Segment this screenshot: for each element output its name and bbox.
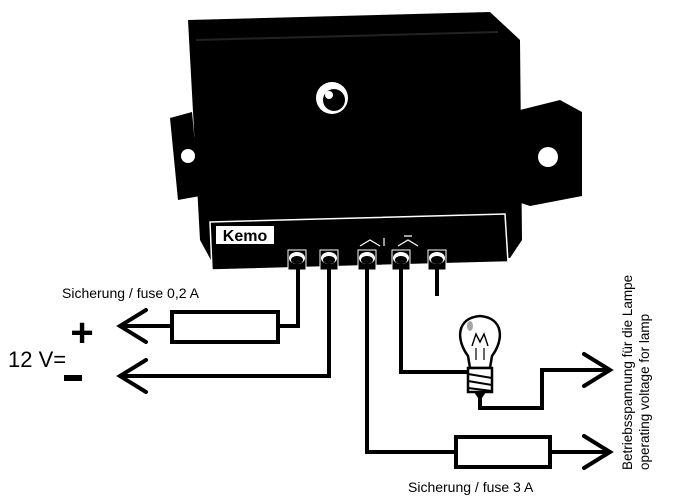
terminal-relay-common (357, 249, 377, 271)
terminal-relay-nc (427, 249, 447, 271)
lamp-voltage-label-en: operating voltage for lamp (637, 314, 652, 470)
ce-mark: CE (458, 251, 473, 263)
relay-contact-symbol-right (397, 235, 419, 247)
arrow-plus (116, 308, 148, 344)
wire-plus (276, 268, 300, 328)
wire-relay-no (399, 268, 468, 374)
supply-minus-sign (64, 375, 82, 381)
arrow-output-fuse (582, 434, 614, 470)
terminal-minus (319, 249, 339, 271)
brand-origin: Germany (220, 248, 261, 259)
supply-plus-sign: + (70, 311, 93, 355)
arrow-lamp-output (582, 352, 614, 388)
terminal-minus-label: - (314, 235, 318, 247)
right-mounting-hole (538, 147, 558, 167)
brand-logo-box (216, 226, 274, 244)
module-body (188, 12, 522, 262)
part-number: #08-006 (430, 239, 461, 249)
module-top-edge (195, 31, 499, 41)
wire-relay-common (365, 268, 458, 454)
product-name: TWILIGHT SWITCH 12V (300, 224, 394, 234)
relay-contact-symbol-left (359, 238, 385, 247)
wire-minus (122, 268, 331, 378)
terminal-relay-no (391, 249, 411, 271)
fuse-output-label: Sicherung / fuse 3 A (408, 479, 534, 495)
lamp-voltage-label-de: Betriebsspannung für die Lampe (620, 275, 635, 470)
light-sensor-glint (325, 91, 333, 99)
terminal-plus-label: + (292, 235, 298, 247)
brand-logo: Kemo (223, 228, 268, 245)
fuse-input (170, 310, 280, 344)
model-number: M122 (434, 221, 472, 238)
terminal-plus (287, 249, 307, 271)
wire-lamp-return (478, 368, 606, 410)
fuse-input-label: Sicherung / fuse 0,2 A (62, 285, 200, 301)
arrow-minus (116, 358, 148, 394)
lamp-icon (458, 314, 502, 398)
fuse-output (454, 435, 552, 469)
supply-voltage-label: 12 V= (8, 347, 66, 372)
twilight-switch-module: Kemo Germany + - TWILIGHT SWITCH 12V M12… (170, 12, 582, 271)
left-mounting-hole (181, 149, 195, 163)
